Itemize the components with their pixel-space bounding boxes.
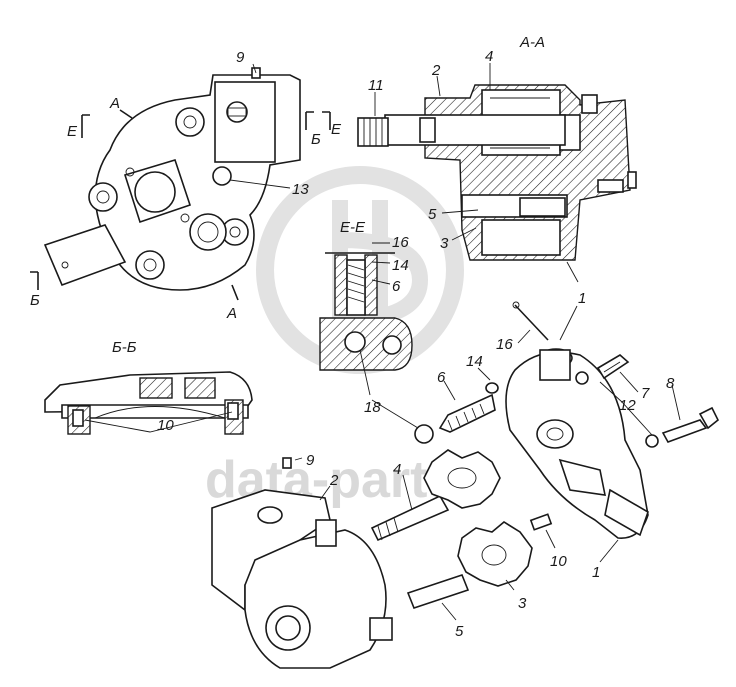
section-title-bb: Б-Б <box>112 339 137 356</box>
exploded-label-3: 3 <box>518 595 527 612</box>
exploded-view <box>211 301 720 669</box>
section-title-ee: Е-Е <box>340 219 366 236</box>
exploded-label-8: 8 <box>666 375 675 392</box>
section-ee <box>319 242 413 396</box>
section-bb <box>44 371 253 435</box>
exploded-label-14: 14 <box>466 353 483 370</box>
exploded-label-2: 2 <box>329 472 339 489</box>
exploded-label-16: 16 <box>496 336 513 353</box>
aa-label-3: 3 <box>440 235 449 252</box>
top-view-label-9: 9 <box>236 49 245 66</box>
cut-mark-b-right: Б <box>311 131 321 148</box>
ee-label-16: 16 <box>392 234 409 251</box>
ee-label-18: 18 <box>364 399 381 416</box>
cut-mark-a-top: А <box>109 95 120 112</box>
exploded-label-1-top: 1 <box>578 290 586 307</box>
exploded-label-7: 7 <box>641 385 650 402</box>
aa-label-11: 11 <box>368 77 384 94</box>
top-view-label-13: 13 <box>292 181 309 198</box>
aa-label-5: 5 <box>428 206 437 223</box>
aa-label-4: 4 <box>485 48 493 65</box>
section-title-aa: А-А <box>519 34 545 51</box>
exploded-label-4: 4 <box>393 461 401 478</box>
exploded-label-6: 6 <box>437 369 446 386</box>
exploded-label-12: 12 <box>619 397 636 414</box>
ee-label-14: 14 <box>392 257 409 274</box>
exploded-label-5: 5 <box>455 623 464 640</box>
exploded-label-9: 9 <box>306 452 315 469</box>
pump-top-view <box>30 63 331 301</box>
ee-label-6: 6 <box>392 278 401 295</box>
bb-label-10: 10 <box>157 417 174 434</box>
exploded-label-10: 10 <box>550 553 567 570</box>
exploded-label-1-bottom: 1 <box>592 564 600 581</box>
aa-label-2: 2 <box>431 62 441 79</box>
cut-mark-e-left: Е <box>67 123 78 140</box>
section-aa <box>357 63 637 283</box>
cut-mark-b-left: Б <box>30 292 40 309</box>
cut-mark-a-bottom: А <box>226 305 237 322</box>
cut-mark-e-right: Е <box>331 121 342 138</box>
